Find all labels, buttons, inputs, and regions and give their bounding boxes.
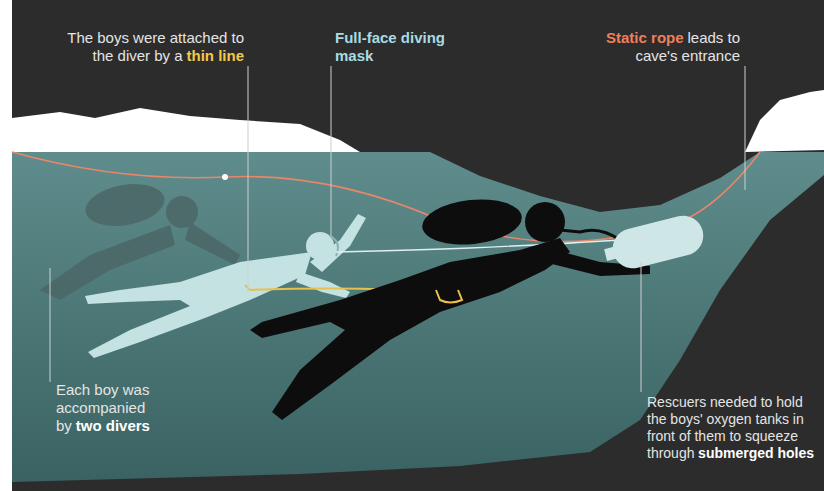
callout-text: submerged holes — [698, 445, 814, 461]
cave-surface-rock — [12, 108, 360, 152]
oxygen-tank — [601, 211, 708, 274]
callout-text: Static rope — [606, 29, 684, 46]
callout-thin-line: The boys were attached to the diver by a… — [52, 29, 244, 65]
callout-tanks: Rescuers needed to hold the boys' oxygen… — [647, 394, 823, 462]
callout-text: two divers — [76, 417, 150, 434]
callout-text: thin line — [187, 47, 245, 64]
frame-edge — [0, 0, 12, 491]
diver-figure — [250, 195, 650, 420]
callout-mask: Full-face diving mask — [335, 29, 445, 65]
callout-two-divers: Each boy was accompanied bytwo divers — [56, 381, 176, 435]
callout-text: Full-face diving mask — [335, 29, 445, 64]
rock-background — [12, 0, 824, 491]
leader-lines — [50, 66, 745, 392]
rope-knot — [222, 174, 228, 180]
callout-rope: Static ropeleads to cave's entrance — [560, 29, 740, 65]
waist-harness — [436, 290, 462, 303]
cave-surface-rock — [745, 90, 824, 152]
water — [12, 152, 824, 482]
